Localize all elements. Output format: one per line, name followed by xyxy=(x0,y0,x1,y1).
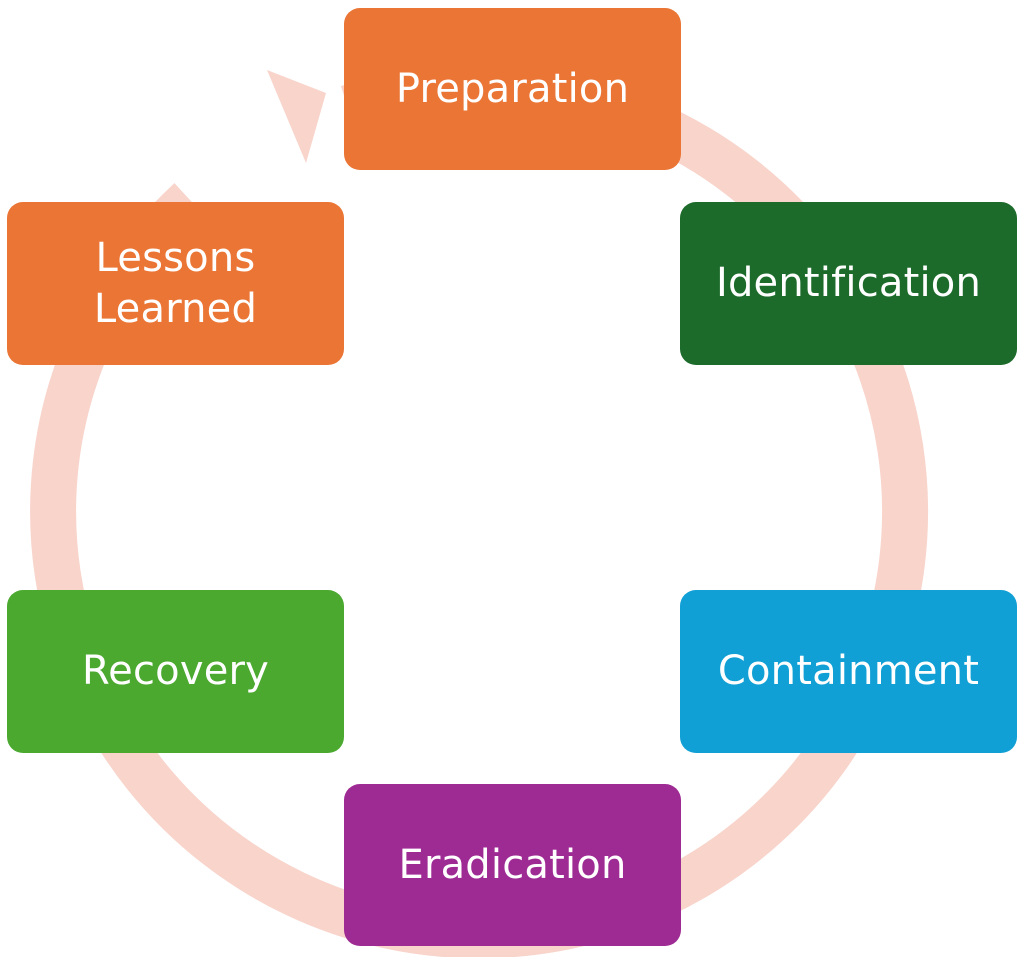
phase-identification-box: Identification xyxy=(680,202,1017,365)
phase-lessons-learned-box: Lessons Learned xyxy=(7,202,344,365)
phase-preparation-box: Preparation xyxy=(344,8,681,170)
cycle-arrow-head xyxy=(267,70,326,163)
phase-recovery-box: Recovery xyxy=(7,590,344,753)
phase-eradication-box: Eradication xyxy=(344,784,681,946)
phase-containment-box: Containment xyxy=(680,590,1017,753)
cycle-ring-arc xyxy=(30,64,929,957)
